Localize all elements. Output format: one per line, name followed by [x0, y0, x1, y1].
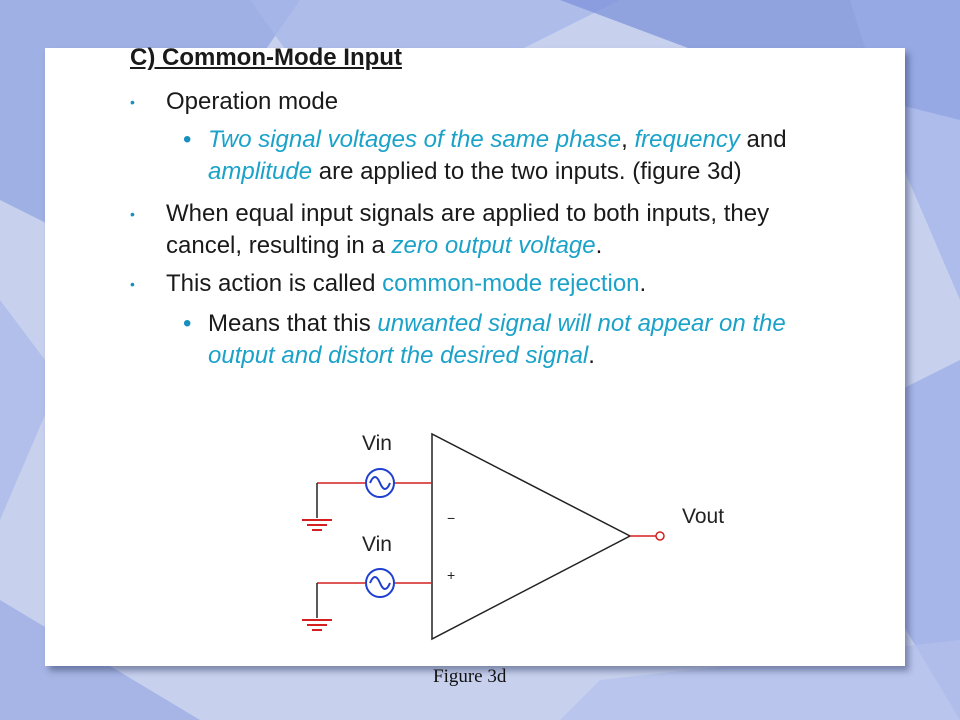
sine-wave-icon: [369, 476, 391, 490]
bullet-dot: •: [130, 94, 135, 110]
non-inverting-input-sign: +: [447, 567, 455, 583]
section-heading: C) Common-Mode Input: [130, 44, 402, 71]
sub-bullet-dot: •: [183, 126, 192, 153]
output-terminal: [655, 531, 665, 541]
bullet-dot: •: [130, 206, 135, 222]
sub-bullet-two-signals-line1: Two signal voltages of the same phase, f…: [208, 126, 787, 153]
sub-bullet-two-signals-line2: amplitude are applied to the two inputs.…: [208, 158, 742, 185]
bullet-dot: •: [130, 276, 135, 292]
sine-wave-icon: [369, 576, 391, 590]
bullet-equal-inputs-line1: When equal input signals are applied to …: [166, 200, 770, 227]
inverting-input-sign: −: [447, 510, 455, 526]
sub-bullet-unwanted-line2: output and distort the desired signal.: [208, 342, 595, 369]
sub-bullet-unwanted-line1: Means that this unwanted signal will not…: [208, 310, 786, 337]
vout-label: Vout: [682, 505, 724, 528]
bullet-operation-mode: Operation mode: [166, 88, 339, 115]
bullet-common-mode-rejection: This action is called common-mode reject…: [166, 270, 647, 297]
vin-bottom-label: Vin: [362, 533, 392, 556]
op-amp-circuit-diagram: Vin Vin − + Vout: [302, 432, 724, 641]
vin-top-label: Vin: [362, 432, 392, 455]
sub-bullet-dot: •: [183, 310, 192, 337]
op-amp-triangle: [431, 432, 632, 641]
bullet-equal-inputs-line2: cancel, resulting in a zero output volta…: [166, 232, 603, 259]
figure-caption: Figure 3d: [433, 666, 507, 687]
